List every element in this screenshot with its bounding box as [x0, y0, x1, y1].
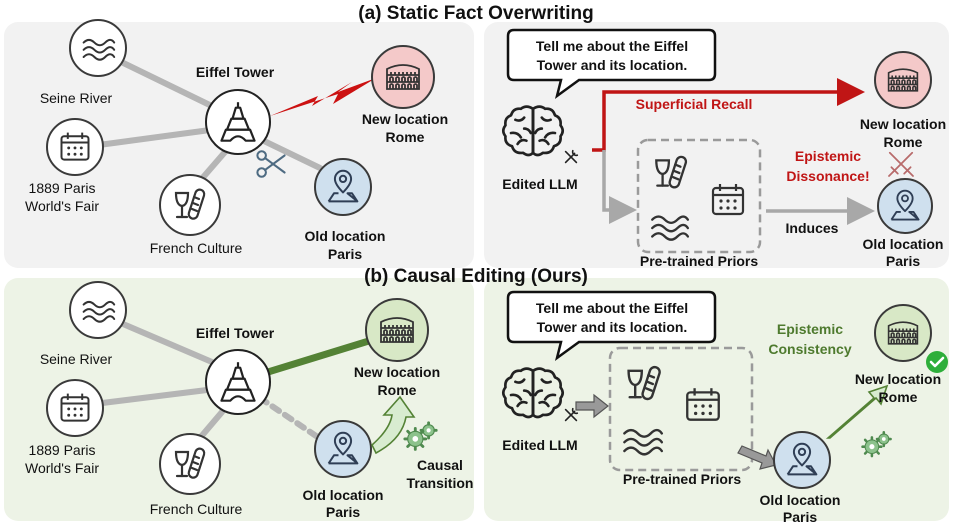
node-fair-a — [46, 118, 104, 176]
label-eiffel-b: Eiffel Tower — [196, 325, 275, 341]
label-fair-a-2: World's Fair — [25, 198, 99, 214]
label-rome-b-2: Rome — [378, 382, 417, 398]
node-rome-a — [371, 45, 435, 109]
node-paris-a-right — [877, 178, 933, 234]
label-induces: Induces — [786, 220, 839, 236]
label-priors-b: Pre-trained Priors — [623, 471, 741, 487]
speech-b-line1: Tell me about the Eiffel — [536, 300, 688, 316]
label-dissonance-2: Dissonance! — [786, 168, 869, 184]
check-icon — [926, 351, 948, 373]
speech-a-line2: Tower and its location. — [537, 57, 688, 73]
speech-bubble-b — [506, 290, 717, 362]
node-rome-b — [365, 298, 429, 362]
label-fair-b-2: World's Fair — [25, 460, 99, 476]
prior-arrow-a — [602, 150, 637, 224]
node-eiffel-b — [205, 349, 271, 415]
label-rome-b-right-2: Rome — [879, 389, 918, 405]
label-recall: Superficial Recall — [636, 96, 753, 112]
label-consistency-2: Consistency — [768, 341, 851, 357]
node-seine-b — [69, 281, 127, 339]
node-paris-b-right — [773, 431, 831, 489]
label-culture-b: French Culture — [150, 501, 243, 517]
label-paris-b-right-2: Paris — [783, 509, 817, 524]
label-llm-a: Edited LLM — [502, 176, 577, 192]
speech-a-line1: Tell me about the Eiffel — [536, 38, 688, 54]
node-paris-b — [314, 420, 372, 478]
label-rome-a-right-2: Rome — [884, 134, 923, 150]
node-paris-a — [314, 158, 372, 216]
paris-to-rome-arrow — [825, 384, 889, 439]
speech-b-line2: Tower and its location. — [537, 319, 688, 335]
label-eiffel-a: Eiffel Tower — [196, 64, 275, 80]
priors-box-b — [608, 346, 754, 472]
node-rome-a-right — [874, 51, 932, 109]
speech-bubble-a — [506, 28, 717, 100]
label-paris-b-2: Paris — [326, 504, 360, 520]
label-paris-a-right-2: Paris — [886, 253, 920, 269]
node-seine-a — [69, 19, 127, 77]
label-paris-a-right-1: Old location — [863, 236, 944, 252]
label-rome-b-1: New location — [354, 364, 440, 380]
priors-box-a — [636, 138, 762, 254]
priors-to-paris-arrow — [737, 445, 777, 470]
label-paris-b-1: Old location — [303, 487, 384, 503]
label-fair-a-1: 1889 Paris — [29, 180, 96, 196]
lightning-icon — [270, 78, 376, 116]
node-eiffel-a — [205, 89, 271, 155]
label-paris-b-right-1: Old location — [760, 492, 841, 508]
label-consistency-1: Epistemic — [777, 321, 843, 337]
node-culture-b — [159, 433, 221, 495]
transition-arrow — [371, 395, 416, 455]
label-rome-a-2: Rome — [386, 129, 425, 145]
label-transition-2: Transition — [407, 475, 474, 491]
node-culture-a — [159, 174, 221, 236]
panel-b-title: (b) Causal Editing (Ours) — [364, 266, 588, 287]
panel-a-right-background — [484, 22, 949, 268]
panel-a-title: (a) Static Fact Overwriting — [358, 3, 593, 24]
label-seine-b: Seine River — [40, 351, 113, 367]
label-paris-a-1: Old location — [305, 228, 386, 244]
recall-arrow — [592, 78, 865, 152]
panel-b-links — [83, 315, 376, 455]
prior-arrow-b — [575, 393, 609, 419]
label-fair-b-1: 1889 Paris — [29, 442, 96, 458]
label-rome-b-right-1: New location — [855, 371, 941, 387]
label-transition-1: Causal — [417, 457, 463, 473]
label-paris-a-2: Paris — [328, 246, 362, 262]
label-priors-a: Pre-trained Priors — [640, 253, 758, 269]
label-seine-a: Seine River — [40, 90, 113, 106]
label-rome-a-1: New location — [362, 111, 448, 127]
label-llm-b: Edited LLM — [502, 437, 577, 453]
node-rome-b-right — [874, 304, 932, 362]
node-fair-b — [46, 379, 104, 437]
label-culture-a: French Culture — [150, 240, 243, 256]
label-rome-a-right-1: New location — [860, 116, 946, 132]
label-dissonance-1: Epistemic — [795, 148, 861, 164]
